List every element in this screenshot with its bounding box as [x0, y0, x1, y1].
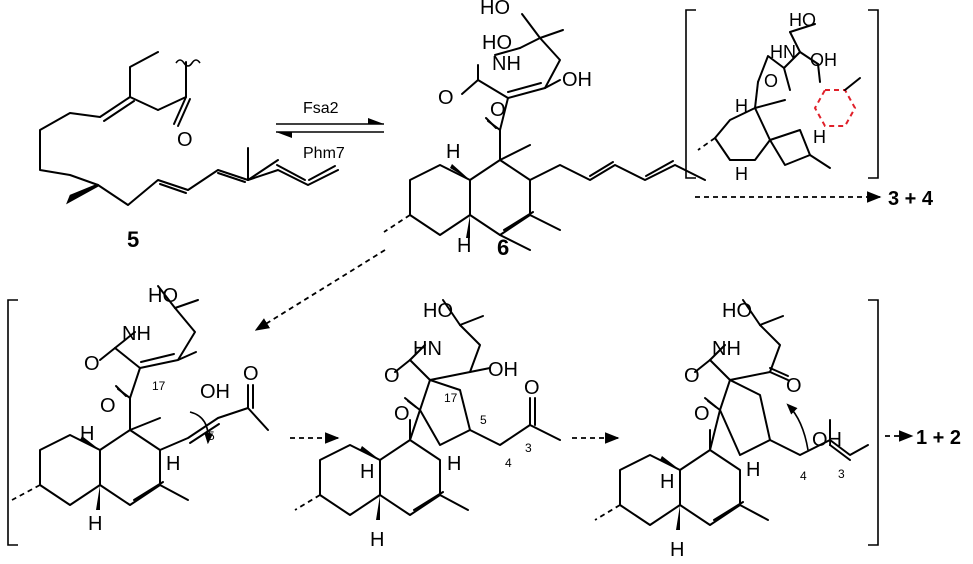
b2-pos-17: 17: [444, 391, 458, 405]
b3-ho: HO: [722, 300, 752, 322]
reagent-phm7: Phm7: [303, 145, 345, 162]
b2-h-1: H: [360, 461, 374, 483]
b1-lactam-o: O: [84, 353, 100, 375]
b3-h-1: H: [660, 471, 674, 493]
int-oh: OH: [810, 50, 837, 70]
arrow-to-bottom-row: [254, 249, 386, 331]
b2-h-2: H: [447, 453, 461, 475]
equilibrium-arrows: Fsa2 Phm7: [276, 100, 384, 162]
b2-pos-5: 5: [480, 413, 487, 427]
bracket-left: [7, 299, 18, 546]
b2-ho: HO: [423, 300, 453, 322]
b3-ketone-o: O: [786, 375, 802, 397]
b1-pos-17: 17: [152, 379, 166, 393]
b2-h-3: H: [370, 529, 384, 551]
b1-ketone-o: O: [100, 395, 116, 417]
c6-nh: NH: [492, 53, 521, 75]
b3-nh: NH: [712, 338, 741, 360]
intermediate-top-right: HO HN OH O H H H: [685, 9, 879, 184]
b3-pos-4: 4: [800, 469, 807, 483]
c6-ketone-o: O: [490, 99, 506, 121]
int-h-2: H: [813, 127, 826, 147]
reagent-fsa2: Fsa2: [303, 100, 339, 117]
b2-lactam-o: O: [384, 365, 400, 387]
c6-lactam-o: O: [438, 87, 454, 109]
bottom-structure-1: HO NH O OH O O 17 5 H H H: [11, 285, 269, 535]
int-hn: HN: [770, 42, 796, 62]
c6-ho: HO: [482, 32, 512, 54]
b1-ho: HO: [148, 285, 178, 307]
b3-pos-3: 3: [838, 467, 845, 481]
product-3-4: 3 + 4: [888, 188, 934, 210]
b1-nh: NH: [122, 323, 151, 345]
b1-oh: OH: [200, 381, 230, 403]
c6-h-top: H: [446, 141, 460, 163]
compound-6-label: 6: [497, 235, 509, 260]
int-h-1: H: [735, 96, 748, 116]
b2-oh: OH: [488, 359, 518, 381]
b2-ketone-o: O: [394, 403, 410, 425]
b3-h-2: H: [746, 459, 760, 481]
b3-oh: OH: [812, 429, 842, 451]
product-1-2: 1 + 2: [916, 427, 961, 449]
c6-h-bottom: H: [457, 235, 471, 257]
compound-5-structure: O 5: [39, 51, 339, 252]
bottom-structure-3: HO NH O O O OH 4 3 H H H: [594, 299, 869, 561]
compound-6-structure: O H H 6 HO HO NH O OH: [383, 0, 706, 260]
compound-5-label: 5: [127, 227, 139, 252]
b1-h-top: H: [80, 423, 94, 445]
int-o: O: [764, 71, 778, 91]
b3-ketone-o2: O: [694, 403, 710, 425]
int-ho: HO: [789, 10, 816, 30]
b2-ketone-o2: O: [524, 377, 540, 399]
b2-pos-4: 4: [505, 456, 512, 470]
bottom-structure-2: HO HN O OH O O 17 5 4 3 H H H: [294, 299, 561, 551]
b2-pos-3: 3: [525, 441, 532, 455]
c6-ho-top: HO: [480, 0, 510, 19]
b2-hn: HN: [413, 338, 442, 360]
compound-5-carbonyl-o: O: [177, 129, 193, 151]
b3-h-3: H: [670, 539, 684, 561]
c6-oh: OH: [562, 69, 592, 91]
bracket-right: [868, 299, 879, 546]
int-h-3: H: [735, 164, 748, 184]
b1-h-bottom: H: [88, 513, 102, 535]
b3-lactam-o: O: [684, 365, 700, 387]
b1-enone-o: O: [243, 363, 259, 385]
b1-pos-5: 5: [208, 429, 215, 443]
b1-h-mid: H: [166, 453, 180, 475]
